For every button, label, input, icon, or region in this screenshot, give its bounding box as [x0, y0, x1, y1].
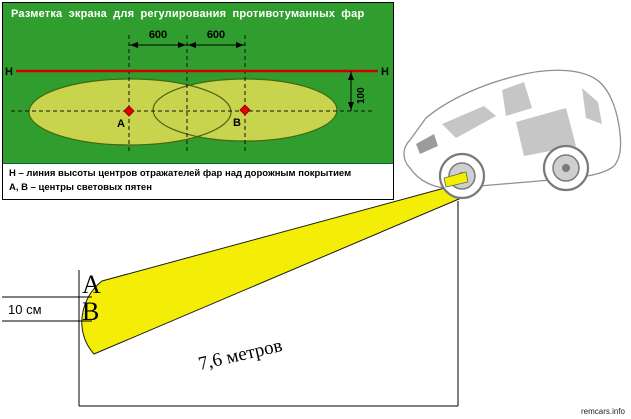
arrowhead-icon [188, 42, 196, 48]
car-hood-shading [442, 106, 496, 138]
watermark: remcars.info [580, 407, 625, 416]
car-headlight [416, 134, 438, 154]
arrowhead-icon [236, 42, 244, 48]
h-label-right: Н [381, 66, 389, 78]
legend-line-ab: А, В – центры световых пятен [9, 181, 152, 193]
arrowhead-icon [348, 72, 354, 80]
center-b-marker-icon [239, 104, 251, 116]
legend-line-h: Н – линия высоты центров отражателей фар… [9, 168, 352, 179]
gap-label: 10 см [8, 302, 42, 317]
beam-label-b: В [82, 297, 99, 326]
light-spot-a-outline [28, 78, 232, 146]
fog-lamp [443, 171, 469, 188]
marking-panel: Разметка экрана для регулирования против… [2, 2, 394, 200]
fog-light-beam [81, 185, 468, 355]
center-a-label: А [117, 118, 125, 130]
legend: Н – линия высоты центров отражателей фар… [3, 164, 393, 199]
marking-panel-green-area: Разметка экрана для регулирования против… [3, 3, 393, 164]
h-label-left: Н [5, 66, 13, 78]
arrowhead-icon [348, 102, 354, 110]
screen-marking-drawing: Н Н 600 600 100 А В [5, 29, 389, 151]
car-windshield [502, 82, 532, 116]
beam-length-label: 7,6 метров [196, 335, 284, 375]
center-b-label: В [233, 117, 241, 129]
car-rear-window [582, 88, 602, 124]
arrowhead-icon [178, 42, 186, 48]
center-a-marker-icon [123, 105, 135, 117]
dim-600-right: 600 [207, 29, 225, 41]
car-illustration [403, 69, 622, 200]
panel-title: Разметка экрана для регулирования против… [11, 8, 365, 20]
car-door-shading [516, 108, 576, 156]
rear-wheel-hub [562, 164, 570, 172]
dim-100: 100 [356, 87, 367, 104]
dim-600-left: 600 [149, 29, 167, 41]
arrowhead-icon [130, 42, 138, 48]
beam-label-a: А [82, 270, 101, 299]
